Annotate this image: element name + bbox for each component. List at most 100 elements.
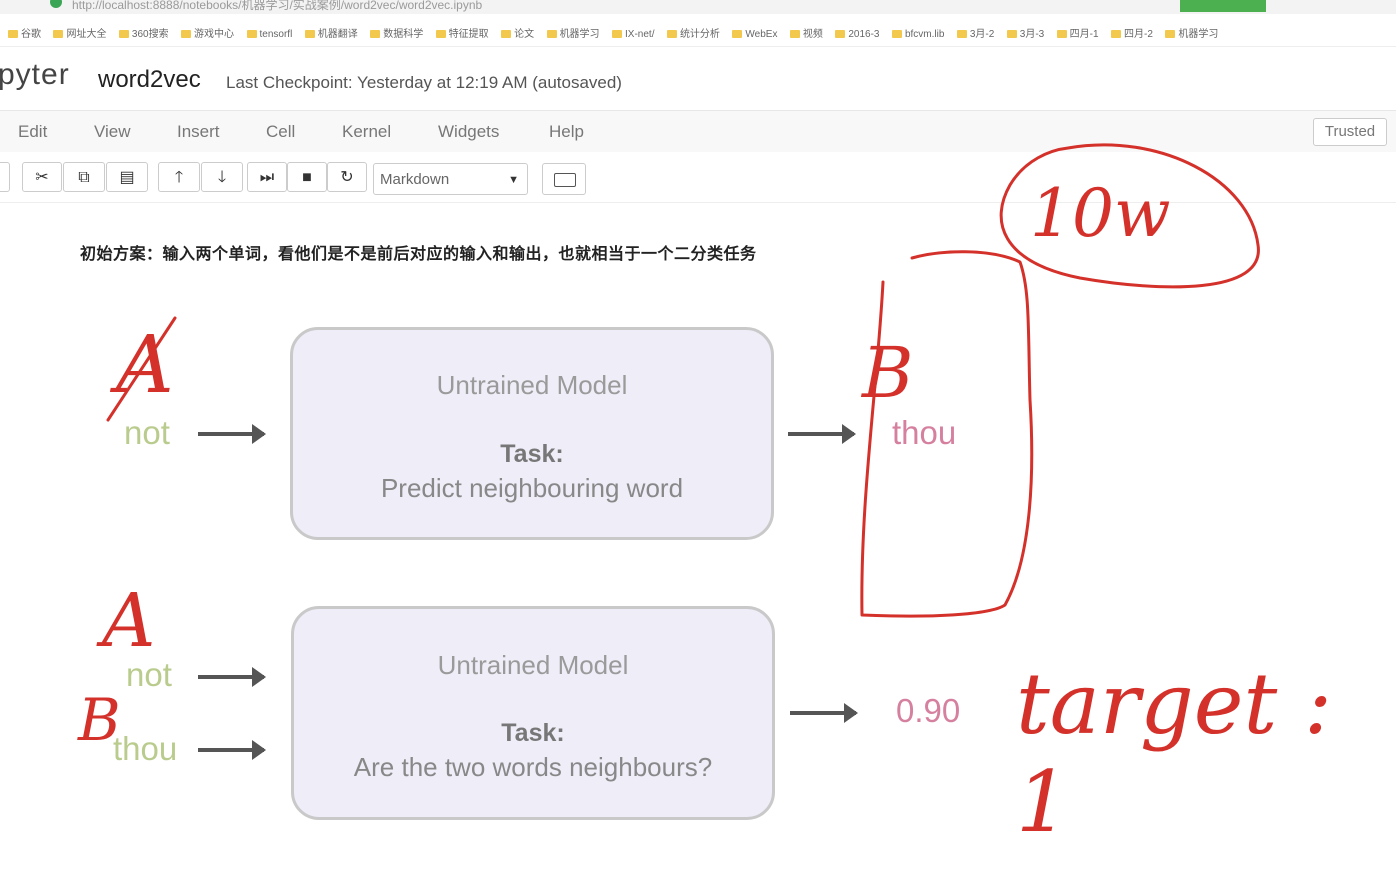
move-down-button[interactable]: 🡓 xyxy=(201,162,243,192)
folder-icon xyxy=(789,30,800,38)
bookmark-item[interactable]: 2016-3 xyxy=(835,24,880,46)
run-button[interactable]: ⏭ xyxy=(247,162,287,192)
menu-bar: Edit View Insert Cell Kernel Widgets Hel… xyxy=(0,110,1396,154)
menu-cell[interactable]: Cell xyxy=(266,122,296,141)
menu-view[interactable]: View xyxy=(94,122,131,141)
diagram1-task-label: Task: xyxy=(500,440,564,468)
move-down-icon: 🡓 xyxy=(217,169,227,186)
folder-icon xyxy=(118,30,129,38)
folder-icon xyxy=(891,30,902,38)
folder-icon xyxy=(1006,30,1017,38)
folder-icon xyxy=(956,30,967,38)
notebook-title[interactable]: word2vec xyxy=(98,66,201,93)
move-up-button[interactable]: 🡑 xyxy=(158,162,200,192)
diagram1-output-word: thou xyxy=(892,414,957,451)
stop-button[interactable]: ■ xyxy=(287,162,327,192)
chevron-down-icon: ▼ xyxy=(508,174,519,186)
folder-icon xyxy=(612,30,623,38)
menu-kernel[interactable]: Kernel xyxy=(342,122,392,141)
bookmark-item[interactable]: IX-net/ xyxy=(612,24,654,46)
diagram1-input-word: not xyxy=(124,414,170,451)
diagram1-model-title: Untrained Model xyxy=(436,370,628,400)
annotation-10w: 10w xyxy=(1030,175,1171,252)
annotation-b1: B xyxy=(862,332,914,414)
bookmark-item[interactable]: 机器翻译 xyxy=(304,24,358,46)
paste-icon: ▤ xyxy=(119,169,135,186)
address-bar[interactable]: http://localhost:8888/notebooks/机器学习/实战案… xyxy=(0,0,1396,14)
bookmark-item[interactable]: 360搜索 xyxy=(118,24,169,46)
bookmark-item[interactable]: 四月-1 xyxy=(1056,24,1099,46)
copy-icon: ⧉ xyxy=(78,169,90,186)
run-icon: ⏭ xyxy=(259,169,275,186)
diagram1-output-arrow xyxy=(788,424,856,444)
bookmark-item[interactable]: 统计分析 xyxy=(666,24,720,46)
save-button[interactable] xyxy=(0,162,10,192)
keyboard-icon xyxy=(554,173,576,187)
annotation-target: target : 1 xyxy=(1016,655,1333,851)
cut-button[interactable]: ✂ xyxy=(22,162,62,192)
copy-button[interactable]: ⧉ xyxy=(63,162,105,192)
diagram2-model-box: Untrained Model Task: Are the two words … xyxy=(291,606,775,820)
box-thou-stroke xyxy=(860,250,1034,618)
folder-icon xyxy=(370,30,381,38)
bookmark-item[interactable]: 视频 xyxy=(789,24,823,46)
annotation-a2: A xyxy=(102,578,156,664)
folder-icon xyxy=(666,30,677,38)
url-text[interactable]: http://localhost:8888/notebooks/机器学习/实战案… xyxy=(72,0,483,12)
folder-icon xyxy=(732,30,743,38)
diagram2-model-title: Untrained Model xyxy=(437,650,629,680)
diagram2-input-word-2: thou xyxy=(113,730,178,767)
diagram1-task-text: Predict neighbouring word xyxy=(380,473,684,503)
bookmark-item[interactable]: 四月-2 xyxy=(1111,24,1153,46)
paste-button[interactable]: ▤ xyxy=(106,162,148,192)
folder-icon xyxy=(53,30,64,38)
diagram1-model-box: Untrained Model Task: Predict neighbouri… xyxy=(290,327,774,540)
folder-icon xyxy=(181,30,192,38)
bookmark-item[interactable]: 游戏中心 xyxy=(181,24,234,46)
bookmark-item[interactable]: 3月-3 xyxy=(1006,24,1044,46)
folder-icon xyxy=(501,30,512,38)
stop-icon: ■ xyxy=(302,169,312,186)
keyboard-shortcuts-button[interactable] xyxy=(542,163,586,195)
diagram2-task-text: Are the two words neighbours? xyxy=(353,752,713,782)
folder-icon xyxy=(835,30,846,38)
notebook-toolbar: ✂ ⧉ ▤ 🡑 🡓 ⏭ ■ ↻ xyxy=(0,152,1396,203)
jupyter-logo[interactable]: pyter xyxy=(0,58,70,91)
bookmark-item[interactable]: bfcvm.lib xyxy=(891,24,944,46)
extension-button[interactable] xyxy=(1180,0,1266,12)
bookmark-item[interactable]: 机器学习 xyxy=(1165,24,1218,46)
cut-icon: ✂ xyxy=(35,169,49,186)
menu-widgets[interactable]: Widgets xyxy=(438,122,500,141)
menu-edit[interactable]: Edit xyxy=(18,122,48,141)
menu-insert[interactable]: Insert xyxy=(177,122,220,141)
bookmark-item[interactable]: 谷歌 xyxy=(8,24,41,46)
bookmark-item[interactable]: WebEx xyxy=(732,24,777,46)
move-up-icon: 🡑 xyxy=(174,169,184,186)
diagram1-input-arrow xyxy=(198,424,266,444)
folder-icon xyxy=(8,30,18,38)
bookmark-item[interactable]: 网址大全 xyxy=(53,24,106,46)
folder-icon xyxy=(246,30,257,38)
annotation-a1: A xyxy=(116,318,174,411)
strike-a1-stroke xyxy=(106,316,177,422)
diagram2-output-arrow xyxy=(790,703,858,723)
diagram2-input-word-1: not xyxy=(126,656,172,693)
annotation-b2: B xyxy=(78,686,121,754)
cell-type-value: Markdown xyxy=(380,171,450,188)
bookmark-item[interactable]: 数据科学 xyxy=(370,24,423,46)
bookmark-item[interactable]: 3月-2 xyxy=(956,24,994,46)
bookmark-item[interactable]: tensorfl xyxy=(246,24,292,46)
bookmarks-bar: 谷歌 网址大全 360搜索 游戏中心 tensorfl 机器翻译 数据科学 特征… xyxy=(0,24,1396,47)
restart-button[interactable]: ↻ xyxy=(327,162,367,192)
diagram2-input-arrow-1 xyxy=(198,667,266,687)
ellipse-10w-stroke xyxy=(999,143,1260,289)
cell-type-select[interactable]: Markdown ▼ xyxy=(373,163,528,195)
bookmark-item[interactable]: 特征提取 xyxy=(435,24,489,46)
bookmark-item[interactable]: 机器学习 xyxy=(546,24,600,46)
secure-icon xyxy=(50,0,62,8)
bookmark-item[interactable]: 论文 xyxy=(501,24,534,46)
trusted-indicator[interactable]: Trusted xyxy=(1313,118,1387,146)
menu-help[interactable]: Help xyxy=(549,122,584,141)
folder-icon xyxy=(435,30,446,38)
